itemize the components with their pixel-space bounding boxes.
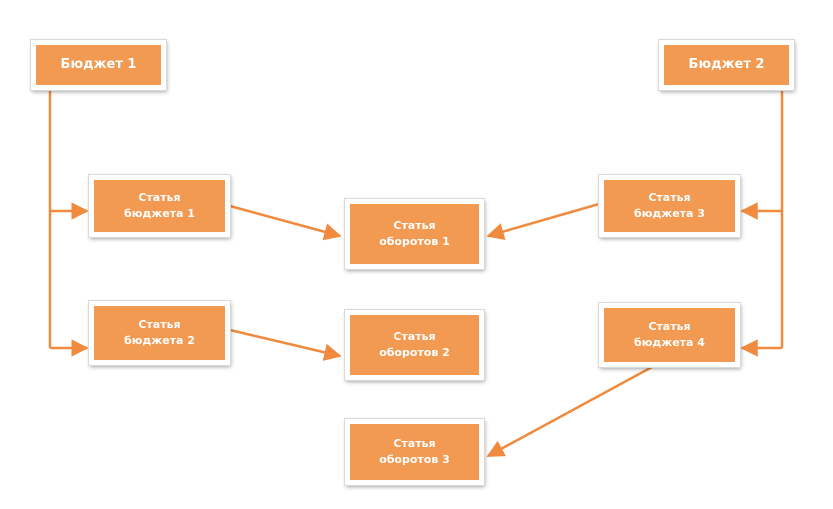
node-budget-2: Бюджет 2: [658, 39, 795, 91]
node-turnover-item-1: Статья оборотов 1: [344, 198, 485, 270]
node-budget-2-label: Бюджет 2: [688, 57, 765, 72]
node-budget-1-label: Бюджет 1: [60, 57, 137, 72]
node-budget-item-4-label: Статья бюджета 4: [634, 320, 705, 349]
node-budget-1: Бюджет 1: [30, 39, 167, 91]
node-budget-item-3-label: Статья бюджета 3: [634, 191, 705, 220]
edge-item2-turnover2: [229, 328, 342, 361]
edge-item1-turnover1: [229, 204, 342, 241]
node-budget-item-1: Статья бюджета 1: [88, 174, 231, 238]
node-budget-item-2: Статья бюджета 2: [88, 300, 231, 366]
node-budget-item-3: Статья бюджета 3: [598, 174, 741, 238]
node-budget-item-4: Статья бюджета 4: [598, 302, 741, 368]
node-turnover-item-1-label: Статья оборотов 1: [379, 219, 450, 248]
node-budget-item-1-label: Статья бюджета 1: [124, 191, 195, 220]
node-turnover-item-3-label: Статья оборотов 3: [379, 437, 450, 466]
node-turnover-item-2: Статья оборотов 2: [344, 309, 485, 381]
node-turnover-item-2-label: Статья оборотов 2: [379, 330, 450, 359]
node-budget-item-2-label: Статья бюджета 2: [124, 318, 195, 347]
edge-item3-turnover1: [486, 202, 600, 241]
node-turnover-item-3: Статья оборотов 3: [344, 418, 485, 486]
edge-item4-turnover3: [486, 365, 653, 458]
